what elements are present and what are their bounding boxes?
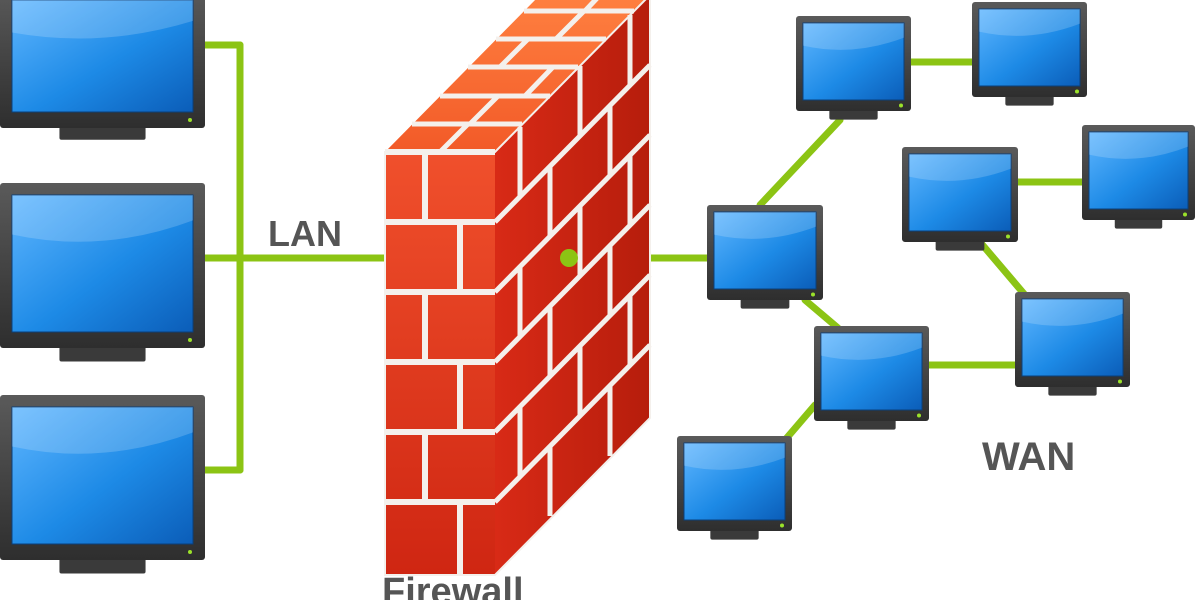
monitor-stand: [1114, 218, 1163, 229]
lan-computer-monitor-icon: [0, 183, 205, 362]
power-led: [917, 413, 921, 418]
power-led: [1118, 379, 1122, 384]
power-led: [1006, 234, 1010, 239]
monitor-stand: [847, 419, 896, 430]
firewall-side-mortar: [493, 15, 652, 516]
power-led: [811, 292, 815, 297]
monitor-stand: [740, 298, 790, 309]
wan-computer-monitor-icon: [1015, 292, 1130, 396]
lan-links: [201, 41, 389, 474]
screen-glare: [12, 195, 193, 242]
wan-link: [781, 401, 819, 444]
screen-glare: [684, 443, 785, 470]
monitor-stand: [829, 109, 878, 120]
wan-computer-monitor-icon: [677, 436, 792, 540]
power-led: [780, 523, 784, 528]
monitor-screen: [802, 22, 905, 101]
screen-glare: [12, 407, 193, 454]
screen-glare: [803, 23, 904, 50]
screen-glare: [714, 212, 816, 239]
screen-glare: [821, 333, 922, 360]
wan-computer-monitor-icon: [796, 16, 911, 120]
monitor-screen: [713, 211, 817, 290]
monitor-stand: [59, 126, 146, 140]
screen-glare: [12, 0, 193, 39]
wan-link: [801, 296, 842, 332]
lan-computer-monitor-icon: [0, 395, 205, 574]
power-led: [1075, 89, 1079, 94]
monitors: [0, 0, 1195, 574]
screen-glare: [909, 154, 1011, 181]
monitor-stand: [935, 240, 985, 251]
monitor-screen: [11, 0, 194, 113]
firewall-outline: [384, 0, 651, 576]
monitor-stand: [1048, 385, 1097, 396]
power-led: [1183, 212, 1187, 217]
wan-computer-monitor-icon: [814, 326, 929, 430]
power-led: [188, 118, 192, 122]
screen-glare: [979, 9, 1080, 36]
lan-computer-monitor-icon: [0, 0, 205, 140]
monitor-screen: [978, 8, 1081, 87]
monitor-stand: [1005, 95, 1054, 106]
firewall-label: Firewall: [382, 571, 524, 600]
monitor-screen: [11, 194, 194, 333]
power-led: [188, 550, 192, 554]
connection-node-icon: [560, 249, 578, 267]
wan-link: [976, 238, 1029, 299]
monitor-screen: [1021, 298, 1124, 377]
monitor-stand: [59, 346, 146, 362]
screen-glare: [1089, 132, 1188, 159]
wan-label: WAN: [982, 435, 1075, 479]
screen-glare: [1022, 299, 1123, 326]
power-led: [899, 103, 903, 108]
lan-label: LAN: [268, 213, 342, 254]
monitor-screen: [11, 406, 194, 545]
wan-computer-monitor-icon: [902, 147, 1018, 251]
firewall-top-mortar: [412, 0, 634, 154]
monitor-screen: [1088, 131, 1189, 210]
monitor-screen: [683, 442, 786, 521]
monitor-stand: [59, 558, 146, 574]
monitor-screen: [908, 153, 1012, 232]
wan-computer-monitor-icon: [972, 2, 1087, 106]
wan-link: [756, 116, 844, 209]
power-led: [188, 338, 192, 342]
wan-computer-monitor-icon: [707, 205, 823, 309]
monitor-screen: [820, 332, 923, 411]
firewall-wall: [384, 0, 652, 576]
wan-computer-monitor-icon: [1082, 125, 1195, 229]
monitor-stand: [710, 529, 759, 540]
